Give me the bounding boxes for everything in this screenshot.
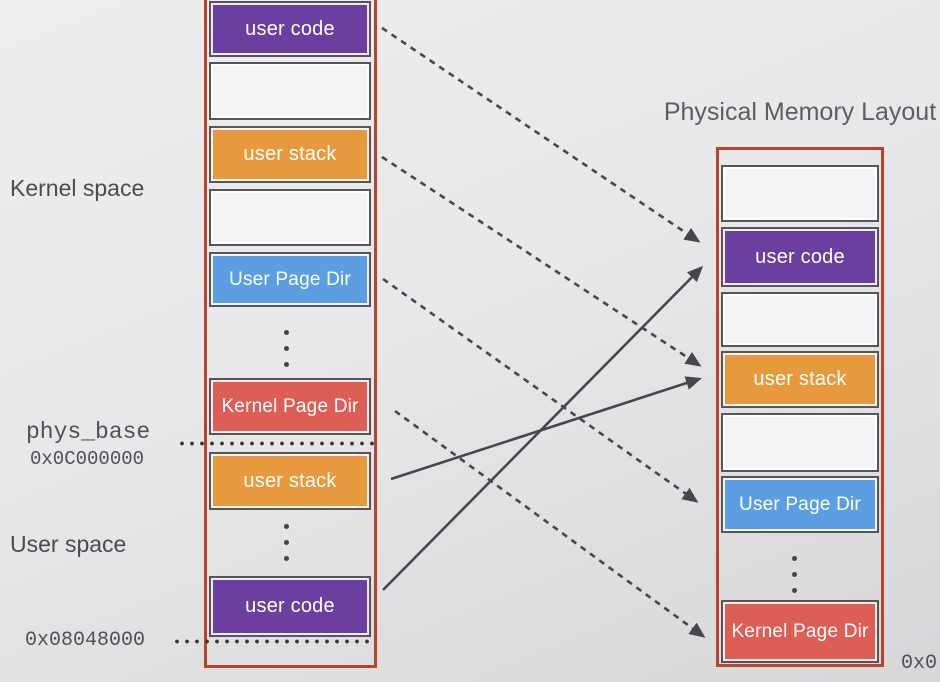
ellipsis-dots-virtual-kernel [284, 330, 289, 367]
ellipsis-dots-physical [792, 556, 797, 593]
physical-block-user-code: user code [721, 227, 879, 287]
virtual-block-user-stack-kernel: user stack [209, 126, 371, 183]
virtual-block-empty-1 [209, 62, 371, 120]
ellipsis-dots-virtual-user [284, 524, 289, 561]
virtual-block-user-stack: user stack [209, 452, 371, 510]
virtual-block-user-code-kernel: user code [209, 1, 371, 57]
virtual-block-user-page-dir: User Page Dir [209, 252, 371, 307]
phys-base-address: 0x0C000000 [30, 448, 145, 470]
arrow-user-stack-mapping [390, 376, 702, 481]
virtual-block-user-code: user code [209, 576, 371, 637]
user-space-label: User space [10, 531, 127, 557]
physical-block-empty-3 [721, 413, 879, 472]
virtual-block-kernel-page-dir: Kernel Page Dir [209, 378, 371, 435]
physical-block-empty-2 [721, 292, 879, 347]
physical-block-empty-1 [721, 165, 879, 222]
arrow-kernel-user-stack-mapping [381, 155, 702, 367]
virtual-block-empty-2 [209, 189, 371, 246]
physical-zero-address: 0x0 [901, 652, 938, 675]
physical-block-user-page-dir: User Page Dir [721, 476, 879, 533]
physical-memory-title: Physical Memory Layout [663, 98, 937, 126]
virtual-memory-frame [204, 0, 377, 668]
user-code-base-address: 0x08048000 [25, 629, 146, 652]
user-code-base-line [172, 639, 375, 644]
physical-memory-frame [716, 147, 884, 667]
kernel-space-label: Kernel space [10, 175, 145, 201]
phys-base-label: phys_base [26, 419, 151, 445]
physical-block-user-stack: user stack [721, 351, 879, 408]
physical-block-kernel-page-dir: Kernel Page Dir [721, 600, 879, 663]
phys-base-boundary-line [177, 441, 375, 446]
arrow-kernel-user-code-mapping [381, 26, 701, 243]
arrow-kernel-page-dir-mapping [394, 409, 706, 638]
arrow-user-code-mapping [382, 265, 704, 591]
